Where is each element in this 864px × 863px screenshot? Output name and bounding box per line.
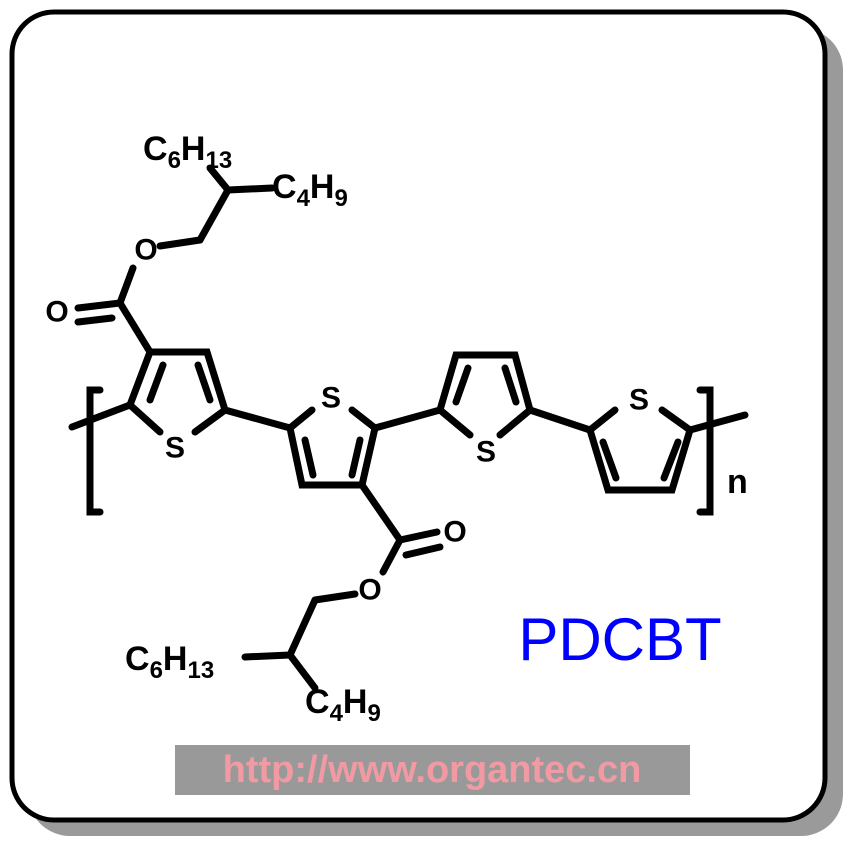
hexyl-label: C6H13 (143, 130, 232, 174)
left-bracket (86, 386, 104, 516)
sulfur-atom: S (629, 384, 649, 417)
sulfur-atom: S (321, 382, 341, 415)
bonds (68, 164, 749, 692)
hexyl-label: C6H13 (125, 640, 214, 684)
oxygen-atom: O (443, 516, 466, 549)
right-bracket (696, 386, 714, 516)
butyl-label: C4H9 (305, 683, 381, 727)
oxygen-atom: O (358, 574, 381, 607)
watermark-text: http://www.organtec.cn (223, 749, 642, 791)
repeat-subscript: n (727, 463, 748, 501)
butyl-label: C4H9 (272, 168, 348, 212)
watermark-band (175, 745, 690, 795)
sulfur-atom: S (165, 432, 185, 465)
sulfur-atom: S (476, 436, 496, 469)
oxygen-atom: O (45, 296, 68, 329)
oxygen-atom: O (134, 234, 157, 267)
compound-name: PDCBT (518, 606, 721, 673)
